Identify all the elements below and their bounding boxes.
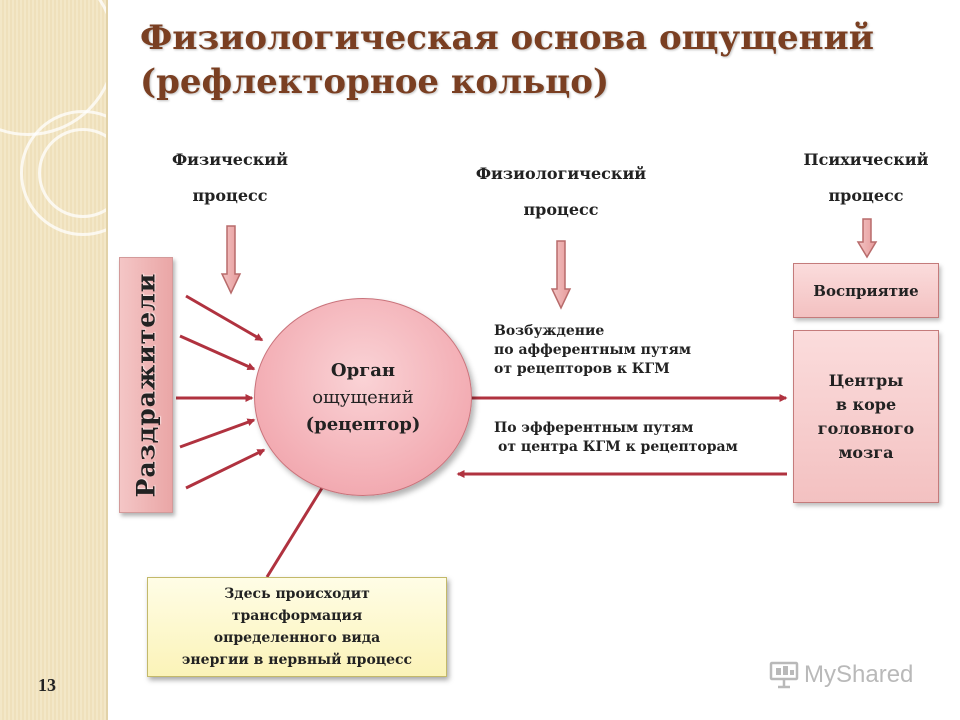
brain-centers-box: Центры в коре головного мозга (793, 330, 939, 503)
down-arrow-psychic (856, 218, 878, 259)
organ-line1: Орган (330, 359, 396, 381)
slide-title-line1: Физиологическая основа ощущений (140, 18, 874, 58)
side-strip-edge (106, 0, 108, 720)
irritants-label: Раздражители (131, 272, 161, 498)
centers-line2: в коре (835, 394, 897, 414)
presentation-board-icon (769, 661, 799, 689)
label-psychic-line2: процесс (828, 186, 904, 205)
efferent-path-text: По эфферентным путям от центра КГМ к рец… (494, 419, 738, 457)
stimulus-arrow-1 (185, 294, 264, 342)
slide-title-line2: (рефлекторное кольцо) (140, 62, 610, 102)
afferent-line3: от рецепторов к КГМ (494, 361, 670, 377)
label-physical-line2: процесс (192, 186, 268, 205)
efferent-line2: от центра КГМ к рецепторам (498, 439, 738, 455)
centers-line3: головного (817, 418, 915, 438)
note-line4: энергии в нервный процесс (181, 652, 413, 668)
centers-line4: мозга (838, 442, 894, 462)
note-line3: определенного вида (213, 630, 381, 646)
perception-label: Восприятие (813, 281, 919, 300)
sense-organ-ellipse: Орган ощущений (рецептор) (254, 298, 472, 496)
organ-line2: ощущений (312, 386, 414, 408)
label-physiological-process: Физиологический процесс (450, 156, 672, 228)
irritants-box: Раздражители (119, 257, 173, 513)
label-psychic-process: Психический процесс (776, 142, 956, 214)
transformation-note-box: Здесь происходит трансформация определен… (147, 577, 447, 677)
stimulus-arrow-5 (185, 448, 266, 490)
organ-line3: (рецептор) (305, 413, 421, 435)
efferent-line1: По эфферентным путям (494, 420, 694, 436)
afferent-line1: Возбуждение (494, 323, 605, 339)
note-line2: трансформация (231, 608, 363, 624)
label-physiological-line2: процесс (523, 200, 599, 219)
down-arrow-physiological (550, 240, 572, 310)
label-physiological-line1: Физиологический (475, 164, 647, 183)
label-psychic-line1: Психический (803, 150, 929, 169)
watermark: MyShared (768, 657, 913, 693)
perception-box: Восприятие (793, 263, 939, 318)
slide-title: Физиологическая основа ощущений (рефлект… (140, 16, 940, 104)
note-connector-line (265, 487, 324, 578)
decorative-side-strip (0, 0, 106, 720)
note-line1: Здесь происходит (224, 586, 370, 602)
down-arrow-physical (220, 225, 242, 295)
afferent-line2: по афферентным путям (494, 342, 692, 358)
afferent-path-text: Возбуждение по афферентным путям от реце… (494, 322, 691, 379)
centers-line1: Центры (828, 370, 904, 390)
stimulus-arrow-4 (179, 418, 256, 449)
page-number: 13 (38, 675, 56, 695)
stimulus-arrow-2 (179, 334, 256, 371)
watermark-text: MyShared (804, 661, 914, 688)
decorative-ring (38, 128, 106, 218)
label-physical-line1: Физический (171, 150, 289, 169)
label-physical-process: Физический процесс (140, 142, 320, 214)
